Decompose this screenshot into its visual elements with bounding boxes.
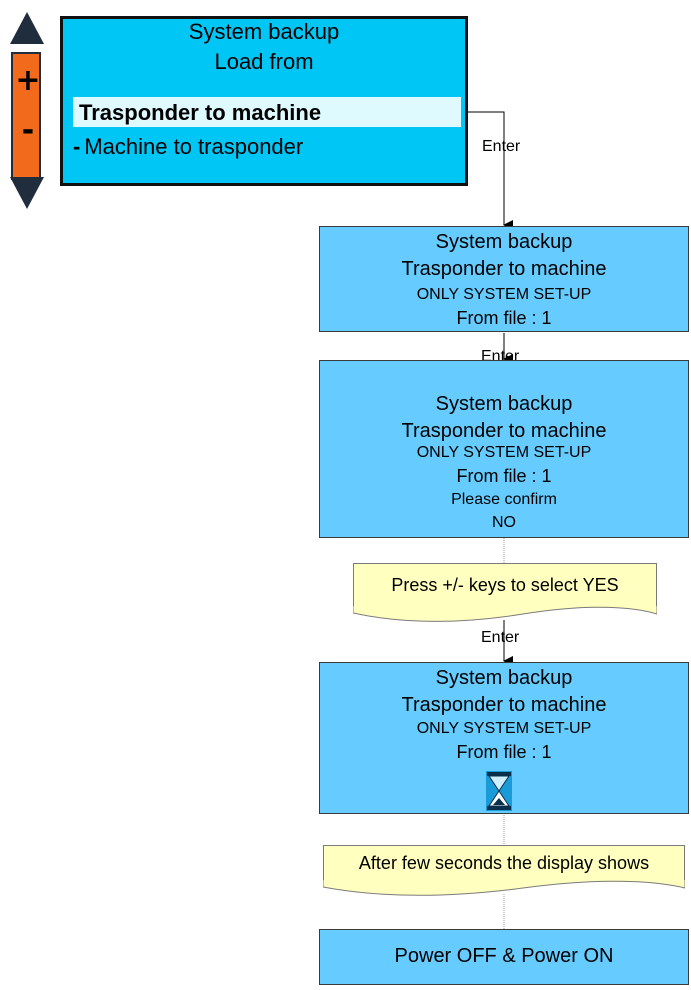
screen3-title: System backup (435, 667, 573, 689)
note2-text: After few seconds the display shows (358, 853, 650, 873)
arrow-down-icon[interactable] (10, 177, 44, 209)
option-machine-to-trasponder[interactable]: -Machine to trasponder (73, 134, 303, 160)
plus-minus-keypad: + - (8, 12, 46, 210)
screen2-mode: ONLY SYSTEM SET-UP (416, 444, 592, 461)
screen2-subtitle: Trasponder to machine (401, 420, 607, 442)
plus-minus-key[interactable]: + - (11, 52, 41, 180)
arrow-up-icon[interactable] (10, 12, 44, 44)
note-press-keys: Press +/- keys to select YES (353, 563, 657, 622)
note1-text: Press +/- keys to select YES (391, 575, 619, 595)
option-marker: - (73, 134, 81, 159)
screen1-file: From file : 1 (456, 308, 552, 328)
selected-option-trasponder-to-machine[interactable]: Trasponder to machine (73, 97, 461, 127)
hourglass-icon (486, 771, 512, 811)
screen-please-confirm: System backup Trasponder to machine ONLY… (319, 360, 689, 538)
minus-key[interactable]: - (21, 113, 35, 148)
plus-key[interactable]: + (15, 63, 41, 98)
main-display-screen: System backup Load from Trasponder to ma… (60, 16, 468, 186)
connector-main-to-screen1 (460, 111, 513, 230)
screen2-file: From file : 1 (456, 466, 552, 486)
screen-power-cycle: Power OFF & Power ON (319, 929, 689, 985)
screen-processing: System backup Trasponder to machine ONLY… (319, 662, 689, 814)
screen-trasponder-to-machine: System backup Trasponder to machine ONLY… (319, 226, 689, 332)
enter-label-1: Enter (482, 138, 521, 155)
main-screen-title: System backup (188, 19, 340, 44)
option-label: Machine to trasponder (84, 134, 304, 159)
screen3-mode: ONLY SYSTEM SET-UP (416, 720, 592, 737)
screen3-subtitle: Trasponder to machine (401, 694, 607, 716)
enter-label-3: Enter (481, 629, 520, 646)
main-screen-subtitle: Load from (214, 49, 314, 74)
note-after-few-seconds: After few seconds the display shows (323, 845, 685, 896)
screen2-confirm-prompt: Please confirm (451, 491, 557, 508)
screen3-file: From file : 1 (456, 742, 552, 762)
selected-option-label: Trasponder to machine (79, 100, 322, 125)
screen1-subtitle: Trasponder to machine (401, 258, 607, 280)
screen1-mode: ONLY SYSTEM SET-UP (416, 286, 592, 303)
screen1-title: System backup (435, 231, 573, 253)
screen2-title: System backup (435, 393, 573, 415)
screen4-text: Power OFF & Power ON (394, 945, 614, 967)
screen2-confirm-value: NO (492, 514, 516, 531)
